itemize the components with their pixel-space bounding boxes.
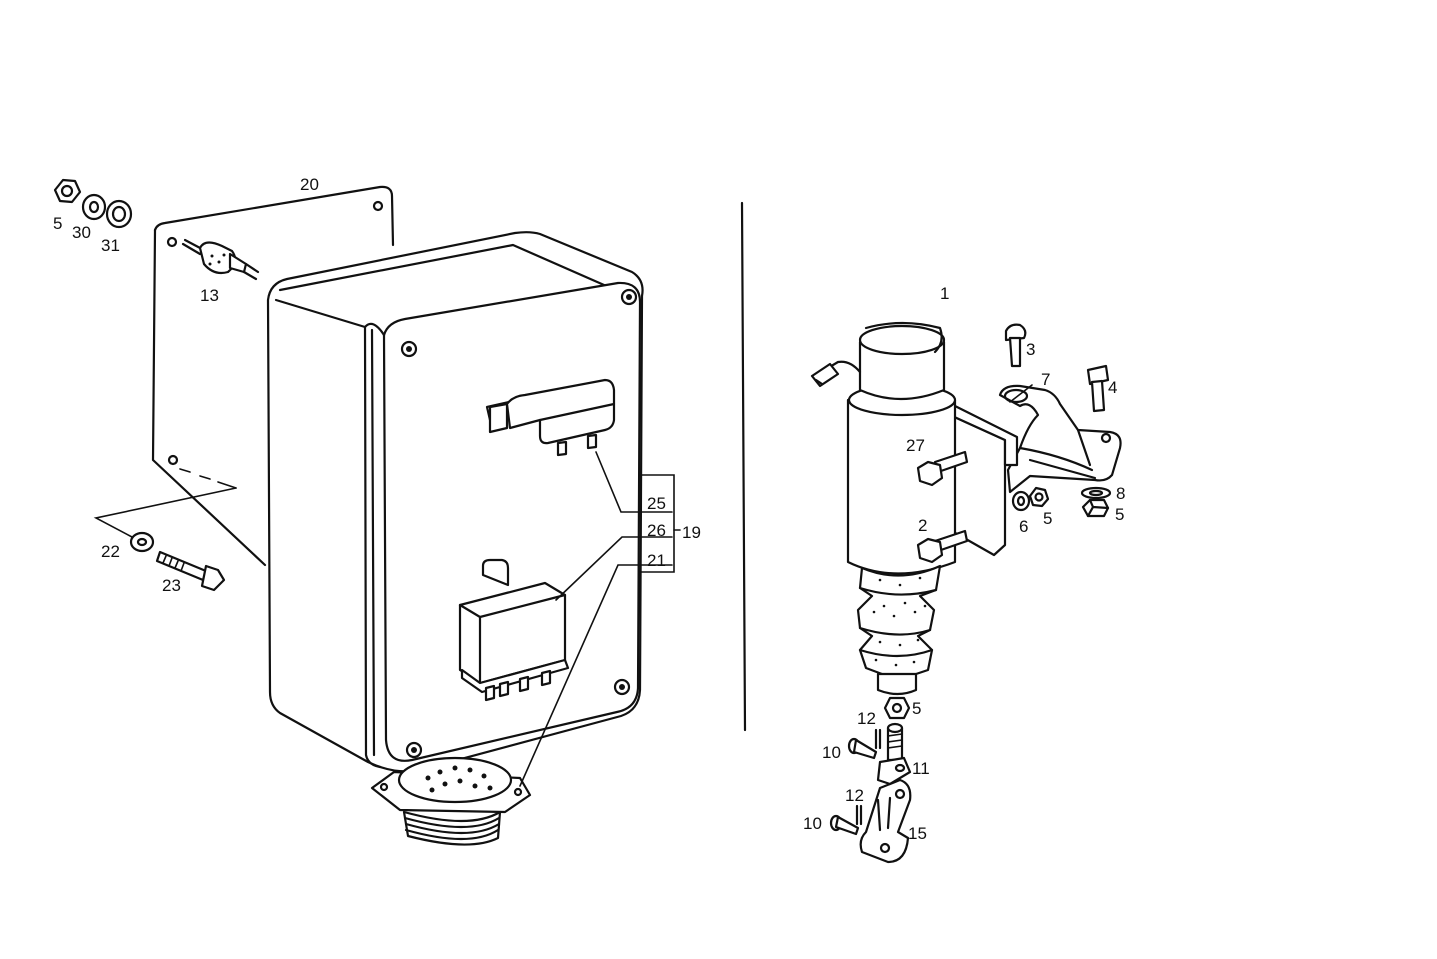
stud-part-13 — [181, 238, 260, 281]
relay-part-26 — [458, 558, 570, 702]
label-12-upper: 12 — [857, 709, 876, 728]
leader-lines-box — [519, 451, 681, 787]
label-3: 3 — [1026, 340, 1035, 359]
washer-part-31 — [105, 199, 133, 229]
nut-part-5-lower — [883, 696, 911, 720]
label-6: 6 — [1019, 517, 1028, 536]
label-1: 1 — [940, 284, 949, 303]
bolt-part-2 — [916, 529, 969, 564]
label-21: 21 — [647, 551, 666, 570]
washer-part-22 — [129, 531, 155, 553]
connector-pins — [425, 765, 493, 793]
pin-part-10-lower — [829, 814, 860, 836]
mounting-guide-lines — [93, 468, 237, 538]
bellows-boot — [856, 564, 942, 696]
label-10-lower: 10 — [803, 814, 822, 833]
label-7: 7 — [1041, 370, 1050, 389]
label-5-top: 5 — [53, 214, 62, 233]
washer-part-6 — [1011, 490, 1031, 512]
label-13: 13 — [200, 286, 219, 305]
label-31: 31 — [101, 236, 120, 255]
bolt-part-23 — [155, 550, 226, 592]
label-19: 19 — [682, 523, 701, 542]
washer-part-8 — [1080, 486, 1112, 500]
bracket-part-7 — [998, 384, 1122, 494]
connector-part-21 — [370, 756, 532, 846]
nut-part-5 — [53, 178, 82, 204]
bellows-texture — [872, 576, 927, 667]
label-22: 22 — [101, 542, 120, 561]
relay-part-25 — [485, 378, 616, 457]
label-25: 25 — [647, 494, 666, 513]
label-5-right: 5 — [1115, 505, 1124, 524]
label-27: 27 — [906, 436, 925, 455]
label-23: 23 — [162, 576, 181, 595]
solenoid-part-1 — [810, 321, 957, 575]
panel-screw-top-left — [400, 340, 418, 358]
cover-plate-part-20 — [151, 185, 395, 567]
label-20: 20 — [300, 175, 319, 194]
label-4: 4 — [1108, 378, 1117, 397]
nut-part-5-right — [1081, 498, 1110, 518]
panel-screw-top-right — [620, 288, 638, 306]
label-8: 8 — [1116, 484, 1125, 503]
pin-part-10-upper — [847, 737, 878, 760]
control-box-housing — [266, 231, 644, 773]
rod-end-part-11 — [876, 722, 912, 786]
label-10-upper: 10 — [822, 743, 841, 762]
split-pin-part-12-lower — [855, 804, 863, 826]
label-11: 11 — [912, 759, 930, 778]
leader-lines-right — [1009, 384, 1033, 403]
panel-screw-bottom-right — [613, 678, 631, 696]
screw-part-4 — [1086, 364, 1110, 413]
split-pin-part-12-upper — [874, 728, 882, 750]
panel-screw-bottom-left — [405, 741, 423, 759]
washer-part-30 — [81, 193, 107, 221]
nut-part-5-bracket — [1028, 486, 1050, 508]
bolt-part-27 — [916, 450, 969, 487]
screw-part-3 — [1004, 323, 1027, 368]
label-2: 2 — [918, 516, 927, 535]
fork-part-15 — [859, 778, 912, 864]
label-12-lower: 12 — [845, 786, 864, 805]
label-26: 26 — [647, 521, 666, 540]
label-5-bracket: 5 — [1043, 509, 1052, 528]
section-divider — [740, 201, 747, 732]
label-30: 30 — [72, 223, 91, 242]
label-5-lower: 5 — [912, 699, 921, 718]
label-15: 15 — [908, 824, 927, 843]
